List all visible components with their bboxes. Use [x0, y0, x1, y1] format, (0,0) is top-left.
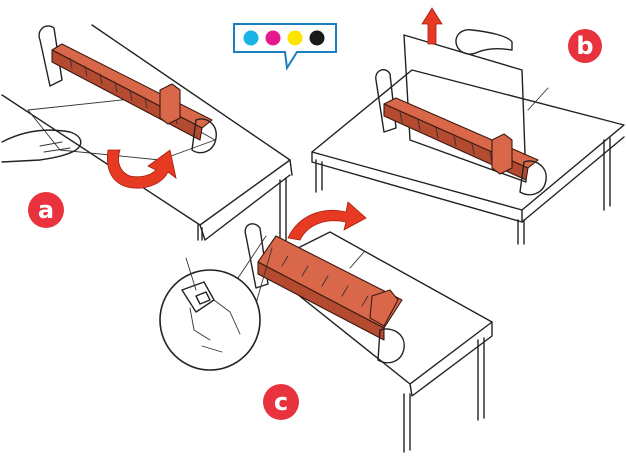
step-label-a: a	[38, 196, 54, 224]
table-c	[261, 231, 493, 453]
drum-unit-c	[244, 223, 405, 364]
toner-callout-icon	[233, 23, 337, 71]
toner-dot-magenta	[265, 30, 281, 46]
toner-dot-cyan	[243, 30, 259, 46]
toner-dot-black	[309, 30, 325, 46]
curved-arrow-icon	[106, 149, 177, 189]
panel-c: c	[159, 201, 493, 453]
drum-unit-a	[38, 25, 217, 154]
hand-b	[455, 29, 513, 55]
arrow-up-icon	[421, 7, 443, 45]
step-badge-b: b	[568, 29, 602, 63]
drum-unit-b	[375, 69, 547, 196]
panel-b: b	[311, 7, 625, 245]
panel-a: a	[1, 24, 293, 246]
table-b	[311, 69, 625, 245]
step-label-b: b	[576, 32, 593, 60]
step-label-c: c	[274, 388, 288, 416]
step-badge-c: c	[263, 384, 299, 420]
curved-arrow-icon	[287, 201, 367, 241]
step-badge-a: a	[28, 192, 64, 228]
table-a	[1, 24, 293, 246]
hand-a	[1, 129, 82, 163]
detail-magnifier	[159, 235, 273, 371]
toner-dot-yellow	[287, 30, 303, 46]
